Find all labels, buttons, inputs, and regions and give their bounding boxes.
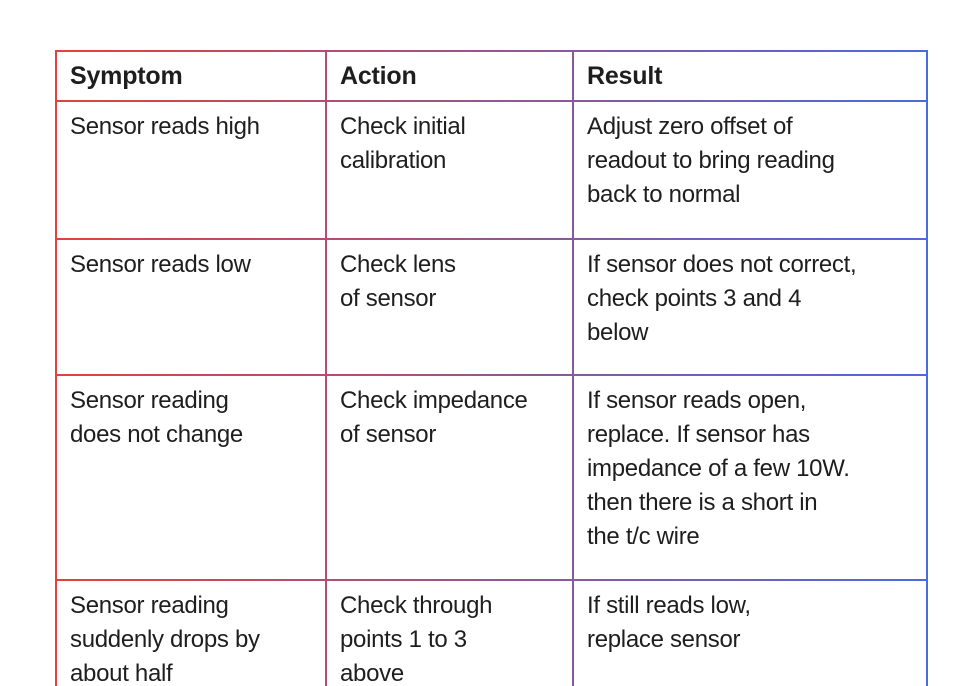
cell-symptom: Sensor reading does not change [57, 376, 325, 579]
column-header-action: Action [327, 52, 572, 100]
cell-result: If sensor reads open, replace. If sensor… [574, 376, 926, 579]
column-header-symptom: Symptom [57, 52, 325, 100]
cell-symptom: Sensor reads high [57, 102, 325, 238]
cell-result: If sensor does not correct, check points… [574, 240, 926, 374]
table-row: Sensor reading suddenly drops by about h… [57, 581, 926, 686]
cell-result: If still reads low, replace sensor [574, 581, 926, 686]
table-row: Sensor reads high Check initial calibrat… [57, 102, 926, 238]
column-header-result: Result [574, 52, 926, 100]
cell-symptom: Sensor reads low [57, 240, 325, 374]
cell-action: Check lens of sensor [327, 240, 572, 374]
cell-action: Check through points 1 to 3 above [327, 581, 572, 686]
cell-result: Adjust zero offset of readout to bring r… [574, 102, 926, 238]
cell-action: Check initial calibration [327, 102, 572, 238]
troubleshooting-table: Symptom Action Result Sensor reads high … [55, 50, 928, 686]
table-row: Sensor reads low Check lens of sensor If… [57, 240, 926, 374]
cell-symptom: Sensor reading suddenly drops by about h… [57, 581, 325, 686]
table-row: Sensor reading does not change Check imp… [57, 376, 926, 579]
cell-action: Check impedance of sensor [327, 376, 572, 579]
table-header-row: Symptom Action Result [57, 52, 926, 100]
